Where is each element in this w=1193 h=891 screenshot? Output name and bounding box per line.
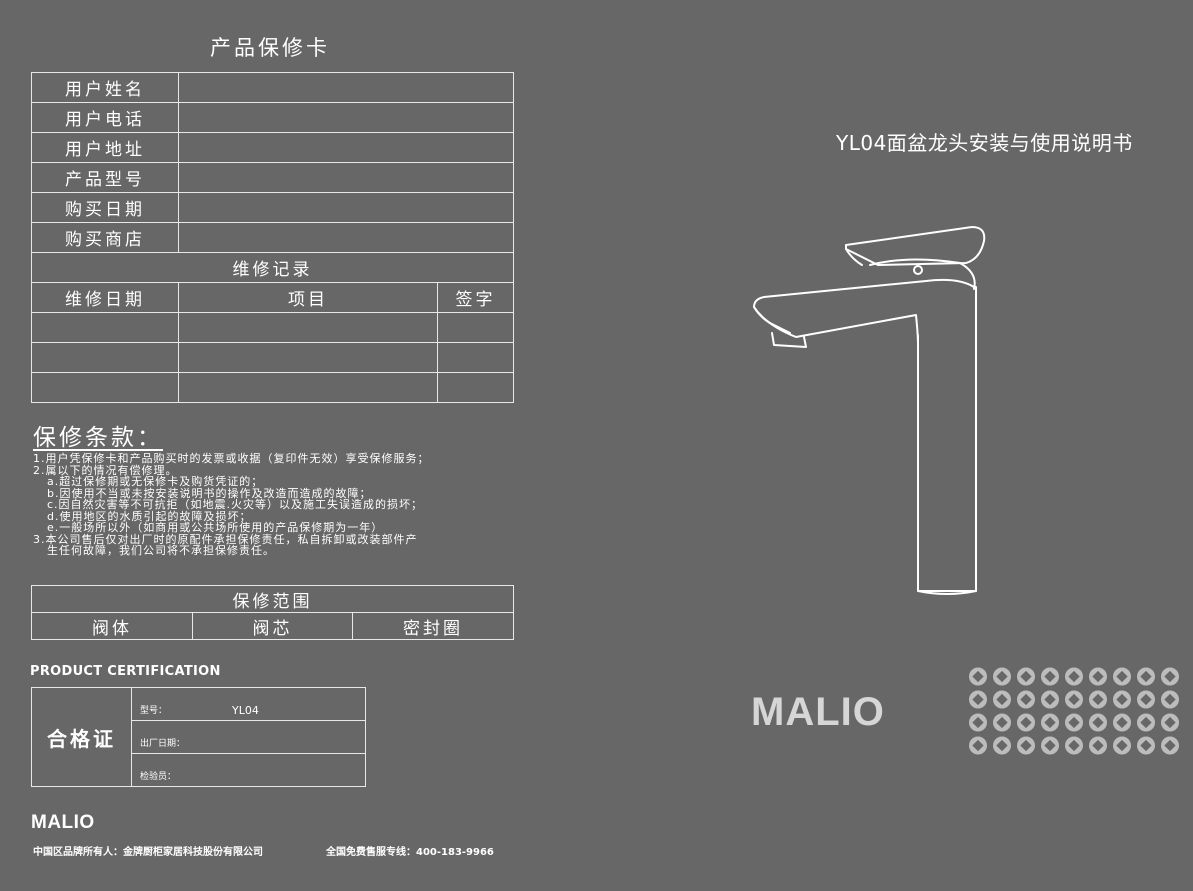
column-header-item: 项目 — [178, 282, 438, 313]
warranty-scope-header: 保修范围 — [31, 585, 514, 613]
user-name-field[interactable] — [178, 72, 514, 103]
brand-logo: MALIO — [31, 812, 95, 834]
table-row: 购买日期 — [31, 192, 514, 223]
manufacture-date-label: 出厂日期： — [140, 739, 186, 749]
warranty-scope-table: 保修范围 阀体 阀芯 密封圈 — [31, 585, 514, 640]
manufacture-date-row: 出厂日期： — [132, 721, 365, 754]
list-item: a.超过保修期或无保修卡及购货凭证的； — [47, 475, 264, 488]
table-row — [31, 372, 514, 403]
field-label: 购买商店 — [31, 222, 179, 253]
model-row: 型号： YL04 — [132, 688, 365, 721]
service-hotline-text: 全国免费售服专线：400-183-9966 — [326, 847, 494, 858]
table-row — [31, 312, 514, 343]
column-header-repair-date: 维修日期 — [31, 282, 179, 313]
warranty-card-title: 产品保修卡 — [210, 36, 330, 60]
table-row: 维修日期 项目 签字 — [31, 282, 514, 313]
scope-item-seal-ring: 密封圈 — [352, 612, 514, 640]
brand-logo-text: MALIO — [31, 812, 95, 833]
cover-brand-logo: MALIO — [751, 690, 885, 735]
user-address-field[interactable] — [178, 132, 514, 163]
table-row: 保修范围 — [31, 585, 514, 613]
list-item: 生任何故障，我们公司将不承担保修责任。 — [47, 544, 275, 557]
inspector-label: 检验员： — [140, 772, 177, 782]
model-label: 型号： — [140, 706, 168, 716]
repair-signature-cell[interactable] — [437, 372, 514, 403]
warranty-terms-list: 1.用户凭保修卡和产品购买时的发票或收据（复印件无效）享受保修服务； 2.属以下… — [33, 453, 430, 557]
warranty-terms-title: 保修条款： — [33, 425, 163, 451]
faucet-illustration — [753, 226, 986, 595]
brand-owner-text: 中国区品牌所有人：金牌厨柜家居科技股份有限公司 — [33, 847, 263, 858]
table-row — [31, 342, 514, 373]
scope-item-valve-core: 阀芯 — [192, 612, 353, 640]
repair-signature-cell[interactable] — [437, 312, 514, 343]
purchase-store-field[interactable] — [178, 222, 514, 253]
repair-item-cell[interactable] — [178, 312, 438, 343]
list-item: 2.属以下的情况有偿修理。 — [33, 463, 178, 477]
table-row: 产品型号 — [31, 162, 514, 193]
list-item: e.一般场所以外（如商用或公共场所使用的产品保修期为一年） — [47, 521, 384, 534]
certification-box: 合格证 型号： YL04 出厂日期： 检验员： — [31, 687, 366, 787]
cover-brand-logo-text: MALIO — [751, 690, 885, 734]
user-phone-field[interactable] — [178, 102, 514, 133]
repair-date-cell[interactable] — [31, 372, 179, 403]
purchase-date-field[interactable] — [178, 192, 514, 223]
repair-signature-cell[interactable] — [437, 342, 514, 373]
column-header-signature: 签字 — [437, 282, 514, 313]
inspector-row: 检验员： — [132, 754, 365, 786]
geometric-pattern-icon — [966, 665, 1182, 757]
repair-date-cell[interactable] — [31, 312, 179, 343]
table-row: 用户姓名 — [31, 72, 514, 103]
field-label: 用户姓名 — [31, 72, 179, 103]
repair-date-cell[interactable] — [31, 342, 179, 373]
table-row: 用户地址 — [31, 132, 514, 163]
product-model-field[interactable] — [178, 162, 514, 193]
list-item: c.因自然灾害等不可抗拒（如地震.火灾等）以及施工失误造成的损坏； — [47, 498, 424, 511]
field-label: 购买日期 — [31, 192, 179, 223]
list-item: d.使用地区的水质引起的故障及损坏； — [47, 509, 252, 523]
list-item: b.因使用不当或未按安装说明书的操作及改造而造成的故障； — [47, 486, 372, 500]
product-certification-heading: PRODUCT CERTIFICATION — [30, 664, 221, 679]
table-row: 购买商店 — [31, 222, 514, 253]
field-label: 用户电话 — [31, 102, 179, 133]
table-row: 用户电话 — [31, 102, 514, 133]
certification-label: 合格证 — [32, 688, 132, 786]
repair-item-cell[interactable] — [178, 372, 438, 403]
list-item: 1.用户凭保修卡和产品购买时的发票或收据（复印件无效）享受保修服务； — [33, 452, 430, 465]
field-label: 产品型号 — [31, 162, 179, 193]
repair-item-cell[interactable] — [178, 342, 438, 373]
warranty-info-table: 用户姓名 用户电话 用户地址 产品型号 购买日期 购买商店 维修记录 维修日期 … — [31, 72, 514, 403]
manual-title: YL04面盆龙头安装与使用说明书 — [836, 131, 1133, 155]
list-item: 3.本公司售后仅对出厂时的原配件承担保修责任，私自拆卸或改装部件产 — [33, 532, 418, 546]
table-row: 维修记录 — [31, 252, 514, 283]
field-label: 用户地址 — [31, 132, 179, 163]
model-value: YL04 — [232, 704, 259, 717]
scope-item-valve-body: 阀体 — [31, 612, 193, 640]
repair-record-header: 维修记录 — [31, 252, 514, 283]
table-row: 阀体 阀芯 密封圈 — [31, 612, 514, 640]
